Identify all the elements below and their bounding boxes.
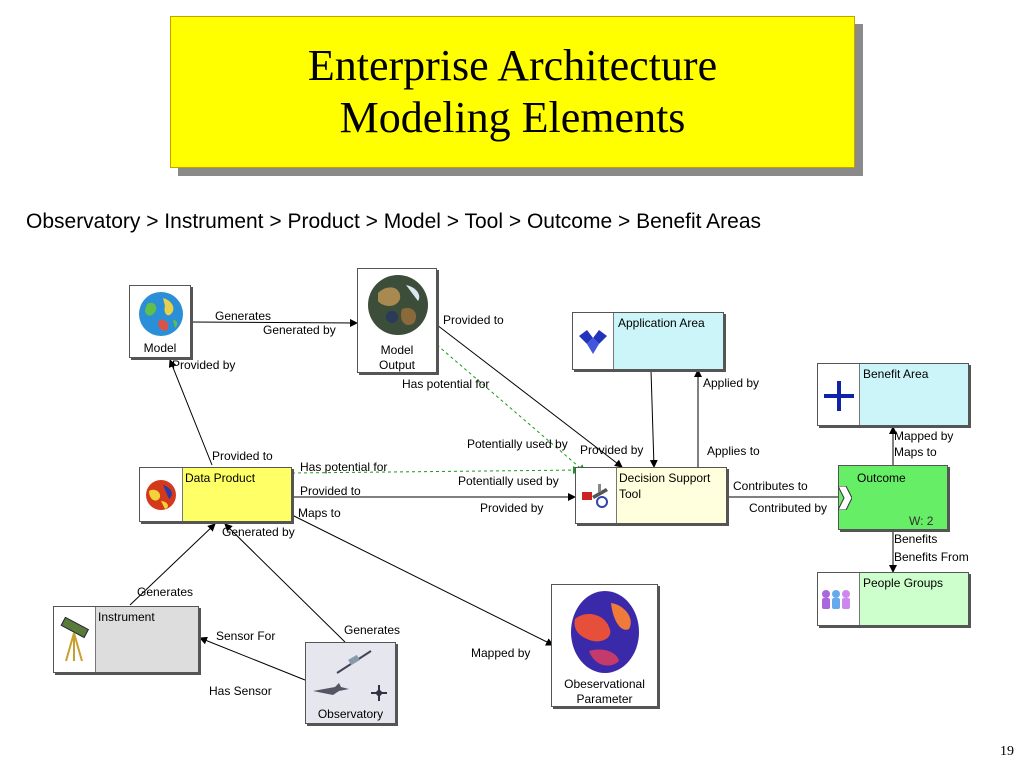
slide-title-line-2: Modeling Elements: [339, 93, 686, 142]
node-data-product[interactable]: Data Product: [139, 467, 292, 522]
earth-image-icon: [368, 275, 428, 335]
node-outcome-label: Outcome: [857, 471, 906, 485]
edge-label-generated-by-model: Generated by: [263, 323, 336, 337]
edge-label-contributes-to: Contributes to: [733, 479, 808, 493]
edge-label-maps-to-benefit: Maps to: [894, 445, 937, 459]
edge-label-provided-to-tool: Provided to: [300, 484, 361, 498]
plus-icon: [824, 381, 854, 411]
edge-label-maps-to-data-product: Maps to: [298, 506, 341, 520]
edge-label-generates-observatory: Generates: [344, 623, 401, 637]
node-model-output-label-1: Model: [380, 343, 414, 357]
node-data-product-label: Data Product: [185, 471, 256, 485]
node-observatory[interactable]: Observatory: [305, 642, 396, 724]
edge-label-potentially-used-by-1: Potentially used by: [467, 437, 568, 451]
edge-model-output-potential-tool: [436, 344, 586, 473]
edge-label-contributed-by: Contributed by: [749, 501, 828, 515]
edge-data-product-potential-tool: [291, 466, 581, 475]
edge-data-product-to-parameter: [291, 514, 554, 646]
node-model-label: Model: [143, 341, 177, 355]
edge-application-area-to-tool: [649, 369, 658, 468]
node-decision-support-tool-label-1: Decision Support: [619, 471, 711, 485]
node-outcome-weight: W: 2: [909, 514, 934, 528]
node-model-output[interactable]: Model Output: [357, 268, 437, 373]
sphere-map-icon: [571, 591, 639, 673]
node-observational-parameter-label-2: Parameter: [576, 692, 633, 706]
edge-label-sensor-for: Sensor For: [216, 629, 276, 643]
edge-label-generates-model: Generates: [215, 309, 272, 323]
node-outcome[interactable]: Outcome W: 2: [838, 465, 948, 530]
people-icon: [822, 590, 850, 609]
slide-title-line-1: Enterprise Architecture: [307, 41, 718, 90]
node-benefit-area-label: Benefit Area: [863, 367, 929, 381]
node-instrument[interactable]: Instrument: [53, 606, 199, 673]
edge-label-has-potential-for-data-product: Has potential for: [300, 460, 388, 474]
edge-model-output-to-tool: [436, 324, 623, 468]
globe-icon: [139, 292, 183, 336]
node-application-area-label: Application Area: [618, 316, 705, 330]
edge-instrument-to-data-product: [129, 523, 216, 606]
edge-label-has-potential-for-model-output: Has potential for: [402, 377, 490, 391]
node-instrument-label: Instrument: [98, 610, 155, 624]
node-benefit-area[interactable]: Benefit Area: [817, 363, 969, 426]
edge-label-potentially-used-by-2: Potentially used by: [458, 474, 559, 488]
edge-label-applied-by: Applied by: [703, 376, 760, 390]
satellites-aircraft-icon: [313, 650, 387, 701]
edge-label-provided-by-model: Provided by: [172, 358, 236, 372]
page-number: 19: [1000, 744, 1014, 759]
node-people-groups-label: People Groups: [863, 576, 944, 590]
node-application-area[interactable]: Application Area: [572, 312, 724, 370]
tools-icon: [582, 484, 608, 508]
edge-label-provided-by-tool-bottom: Provided by: [480, 501, 544, 515]
edge-label-mapped-by-benefit: Mapped by: [894, 429, 954, 443]
node-decision-support-tool[interactable]: Decision Support Tool: [575, 467, 727, 524]
chevron-right-icon: [838, 486, 852, 510]
edge-label-provided-to-data-product: Provided to: [212, 449, 273, 463]
heatmap-globe-icon: [146, 480, 176, 510]
edge-label-mapped-by-parameter: Mapped by: [471, 646, 531, 660]
edge-label-has-sensor: Has Sensor: [209, 684, 272, 698]
edge-label-generated-by-data-product: Generated by: [222, 525, 295, 539]
node-observatory-label: Observatory: [317, 707, 384, 721]
handshake-icon: [579, 330, 607, 354]
edge-label-benefits-from: Benefits From: [894, 550, 969, 564]
node-model-output-label-2: Output: [378, 358, 416, 372]
node-decision-support-tool-label-2: Tool: [619, 487, 642, 501]
node-model[interactable]: Model: [129, 285, 191, 358]
edge-data-product-to-model: [168, 359, 213, 466]
telescope-icon: [60, 617, 90, 662]
edge-label-provided-to-model-output: Provided to: [443, 313, 504, 327]
edge-label-applies-to: Applies to: [707, 444, 760, 458]
slide-title-box: Enterprise Architecture Modeling Element…: [170, 16, 855, 168]
edge-observatory-to-data-product: [224, 523, 346, 643]
node-people-groups[interactable]: People Groups: [817, 572, 969, 626]
edge-observatory-to-instrument: [199, 636, 306, 681]
edge-model-to-model-output: [189, 318, 358, 327]
edge-label-benefits: Benefits: [894, 532, 938, 546]
node-observational-parameter[interactable]: Obeservational Parameter: [551, 584, 658, 707]
edge-label-generates-instrument: Generates: [137, 585, 194, 599]
slide-subtitle: Observatory > Instrument > Product > Mod…: [26, 210, 761, 233]
node-observational-parameter-label-1: Obeservational: [564, 677, 645, 691]
edge-label-provided-by-tool-top: Provided by: [580, 443, 644, 457]
